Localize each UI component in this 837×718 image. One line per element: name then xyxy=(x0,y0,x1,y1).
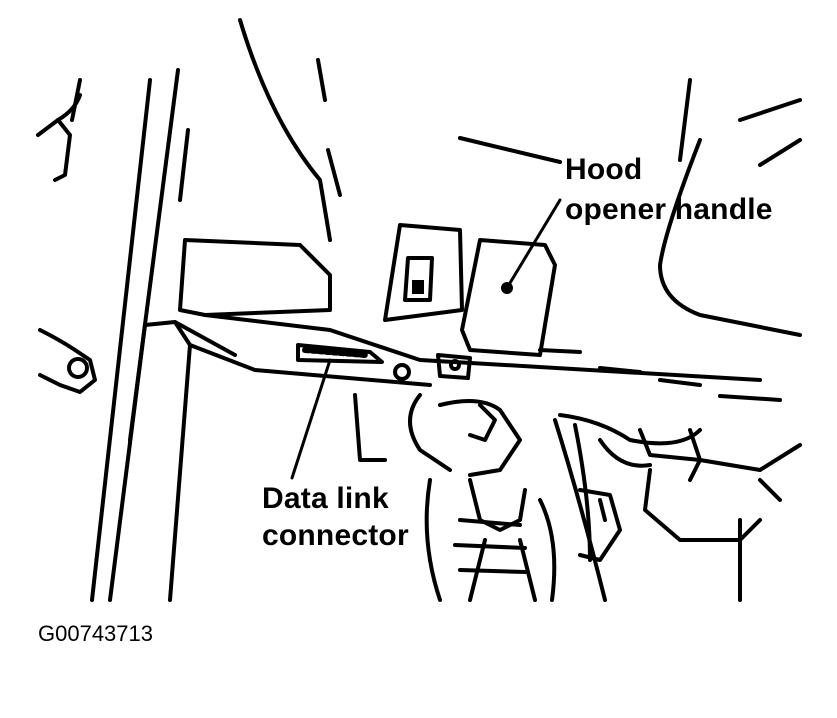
hood-opener-label-line2: opener handle xyxy=(565,193,773,226)
figure-id: G00743713 xyxy=(38,621,153,646)
data-link-connector-label-line2: connector xyxy=(262,519,409,552)
data-link-connector-label-line1: Data link xyxy=(262,482,389,515)
hood-opener-label-line1: Hood xyxy=(565,153,643,186)
lower-dash-panel xyxy=(108,18,762,602)
a-pillar-lines xyxy=(70,68,190,602)
hood-opener-handle xyxy=(383,198,562,357)
data-link-connector xyxy=(290,343,472,480)
left-harness-clip xyxy=(36,93,97,394)
upper-dash-strokes xyxy=(316,58,802,402)
steering-column-assembly xyxy=(353,393,607,602)
right-harness-brackets xyxy=(558,413,802,602)
